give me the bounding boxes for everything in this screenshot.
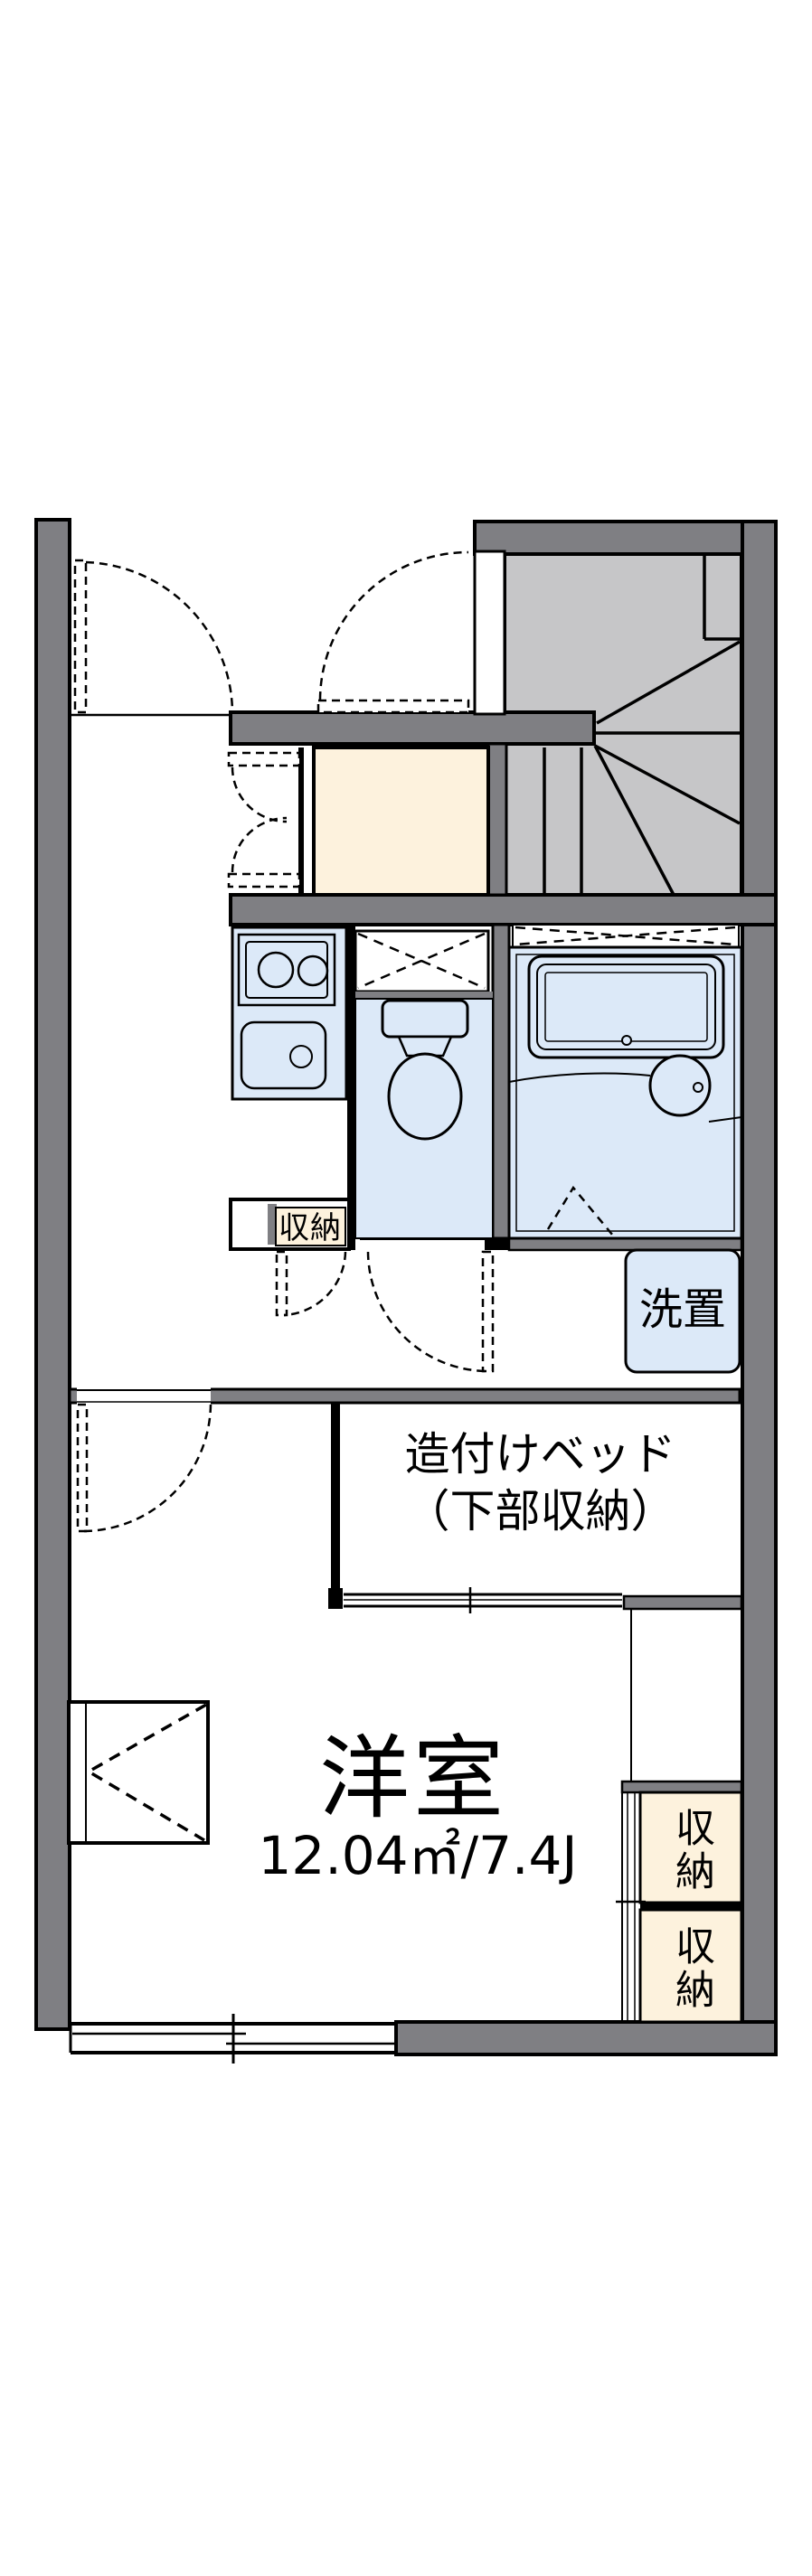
wall-entry-band	[229, 710, 596, 746]
door-kitchen-storage	[275, 1250, 347, 1317]
kitchen-storage-label: 収納	[279, 1210, 342, 1246]
wall-hall-bedroom	[68, 1387, 741, 1405]
bedroom-door-opening	[77, 1387, 211, 1405]
door-entrance-swing	[316, 550, 470, 714]
wall-genkan-stair-post	[486, 742, 508, 897]
door-genkan-bifold	[227, 751, 301, 888]
kitchen-storage-box	[275, 1207, 346, 1246]
toilet-tank	[381, 999, 469, 1039]
storage-box-divider	[640, 1903, 741, 1910]
built-in-bed-label-line1: 造付けベッド	[404, 1428, 676, 1481]
wall-genkan-west-line	[298, 747, 304, 895]
storage-right-top-label: 収納	[668, 1807, 714, 1894]
bath-vent-cross	[515, 926, 736, 946]
wall-toilet-bottom-post	[485, 1238, 509, 1250]
wall-left	[34, 518, 71, 2031]
toilet-cabinet-band	[355, 992, 493, 999]
toilet-cabinet-cross	[357, 932, 486, 990]
bed-front-post	[622, 1594, 743, 1611]
sink-drain	[289, 1045, 313, 1068]
bed-front-sliding-lines	[344, 1587, 622, 1613]
bed-west-wall	[331, 1403, 340, 1598]
bed-front-cap	[328, 1588, 343, 1609]
washer-space	[624, 1248, 741, 1374]
stove-burner-left	[257, 951, 295, 989]
built-in-bed-label: 造付けベッド （下部収納）	[341, 1426, 740, 1540]
wall-bath-bottom	[507, 1236, 743, 1252]
toilet-neck	[397, 1035, 453, 1058]
bathtub	[527, 954, 725, 1059]
entrance-door-panel	[473, 550, 506, 716]
bathtub-drain	[621, 1035, 632, 1046]
bath-counter-edge-right	[708, 1116, 742, 1123]
storage-box-bottom	[638, 1908, 743, 2024]
kitchen-storage-divider	[268, 1204, 277, 1245]
storage-right-bottom-label: 収納	[668, 1925, 714, 2012]
wall-top	[473, 520, 778, 556]
bathroom-inner-border	[515, 954, 735, 1232]
stair-step-lines	[543, 554, 741, 896]
door-left-swing	[73, 559, 234, 714]
wall-bottom	[394, 2020, 778, 2056]
storage-sliding-tracks	[616, 1792, 646, 2022]
wall-right	[741, 520, 778, 2056]
room-area-label: 12.04㎡/7.4J	[258, 1825, 578, 1886]
closet-box	[67, 1700, 210, 1845]
genkan-area	[312, 746, 490, 897]
toilet-bowl	[387, 1052, 463, 1141]
closet-chevron	[85, 1703, 207, 1842]
door-bedroom	[76, 1402, 212, 1533]
wall-toilet-west	[347, 925, 355, 1250]
stove-burner-right	[297, 954, 329, 987]
bath-washbasin	[648, 1054, 712, 1117]
built-in-bed-label-line2: （下部収納）	[404, 1485, 676, 1537]
storage-stack-band	[620, 1780, 743, 1794]
bath-counter-edge	[508, 1072, 651, 1083]
window-bottom	[69, 2014, 396, 2064]
wall-toilet-bath-post	[491, 923, 511, 1240]
washer-label: 洗置	[638, 1284, 726, 1335]
wall-mid-band	[229, 893, 778, 926]
bathtub-inner	[536, 964, 716, 1050]
room-name-label: 洋室	[319, 1725, 507, 1831]
door-toilet	[366, 1250, 495, 1373]
kitchen-sink	[240, 1020, 327, 1090]
washbasin-faucet	[693, 1082, 703, 1093]
bath-folding-door	[546, 1185, 614, 1236]
